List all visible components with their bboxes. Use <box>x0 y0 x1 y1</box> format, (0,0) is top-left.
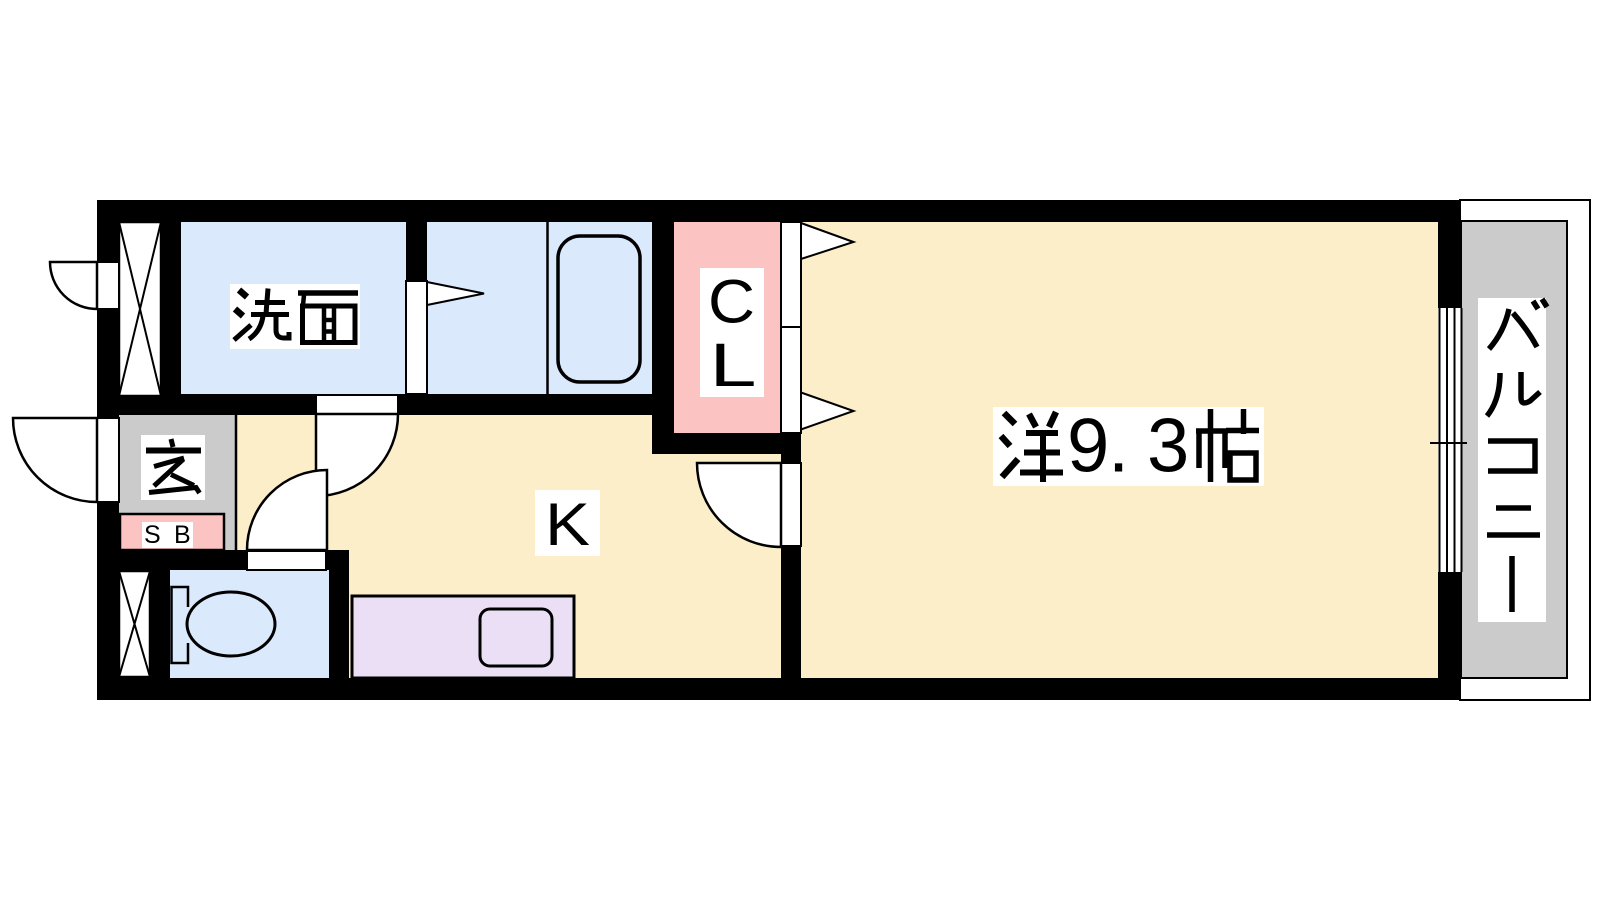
svg-text:3: 3 <box>1147 404 1189 489</box>
svg-text:9: 9 <box>1067 404 1109 489</box>
svg-text:L: L <box>710 331 757 399</box>
svg-text:B: B <box>174 521 191 549</box>
svg-text:C: C <box>708 268 755 336</box>
svg-text:S: S <box>144 521 161 549</box>
svg-text:.: . <box>1108 404 1129 489</box>
svg-text:K: K <box>545 491 590 558</box>
